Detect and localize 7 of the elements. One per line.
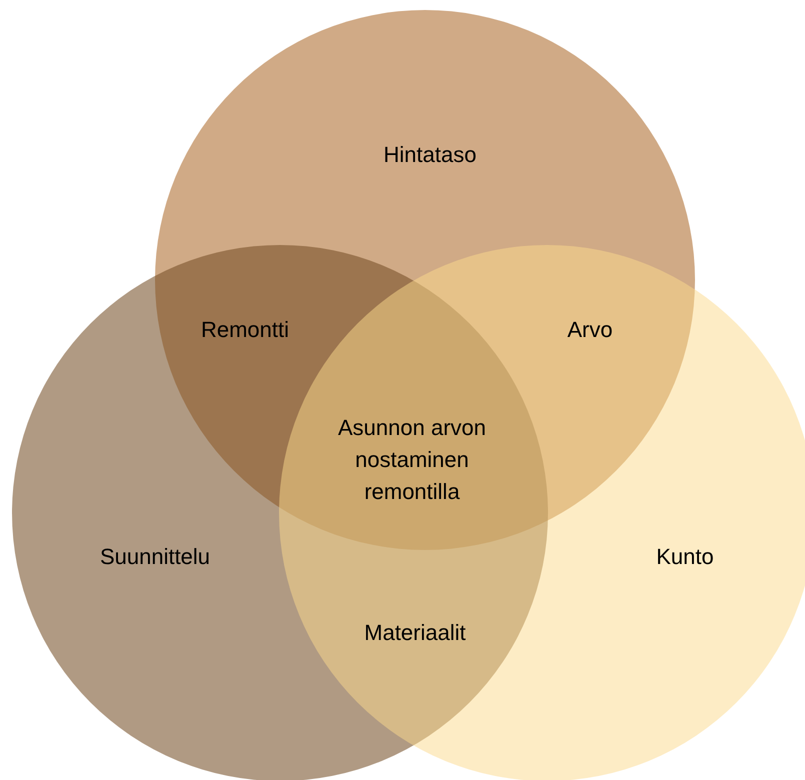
circle-label: Kunto — [656, 543, 714, 572]
overlap-label: Remontti — [200, 316, 290, 344]
overlap-label: Asunnon arvon nostaminen remontilla — [337, 414, 487, 506]
circle-label: Hintataso — [384, 141, 476, 170]
overlap-label: Materiaalit — [364, 619, 466, 648]
circle-label: Suunnittelu — [100, 543, 210, 572]
overlap-label: Arvo — [567, 316, 613, 344]
